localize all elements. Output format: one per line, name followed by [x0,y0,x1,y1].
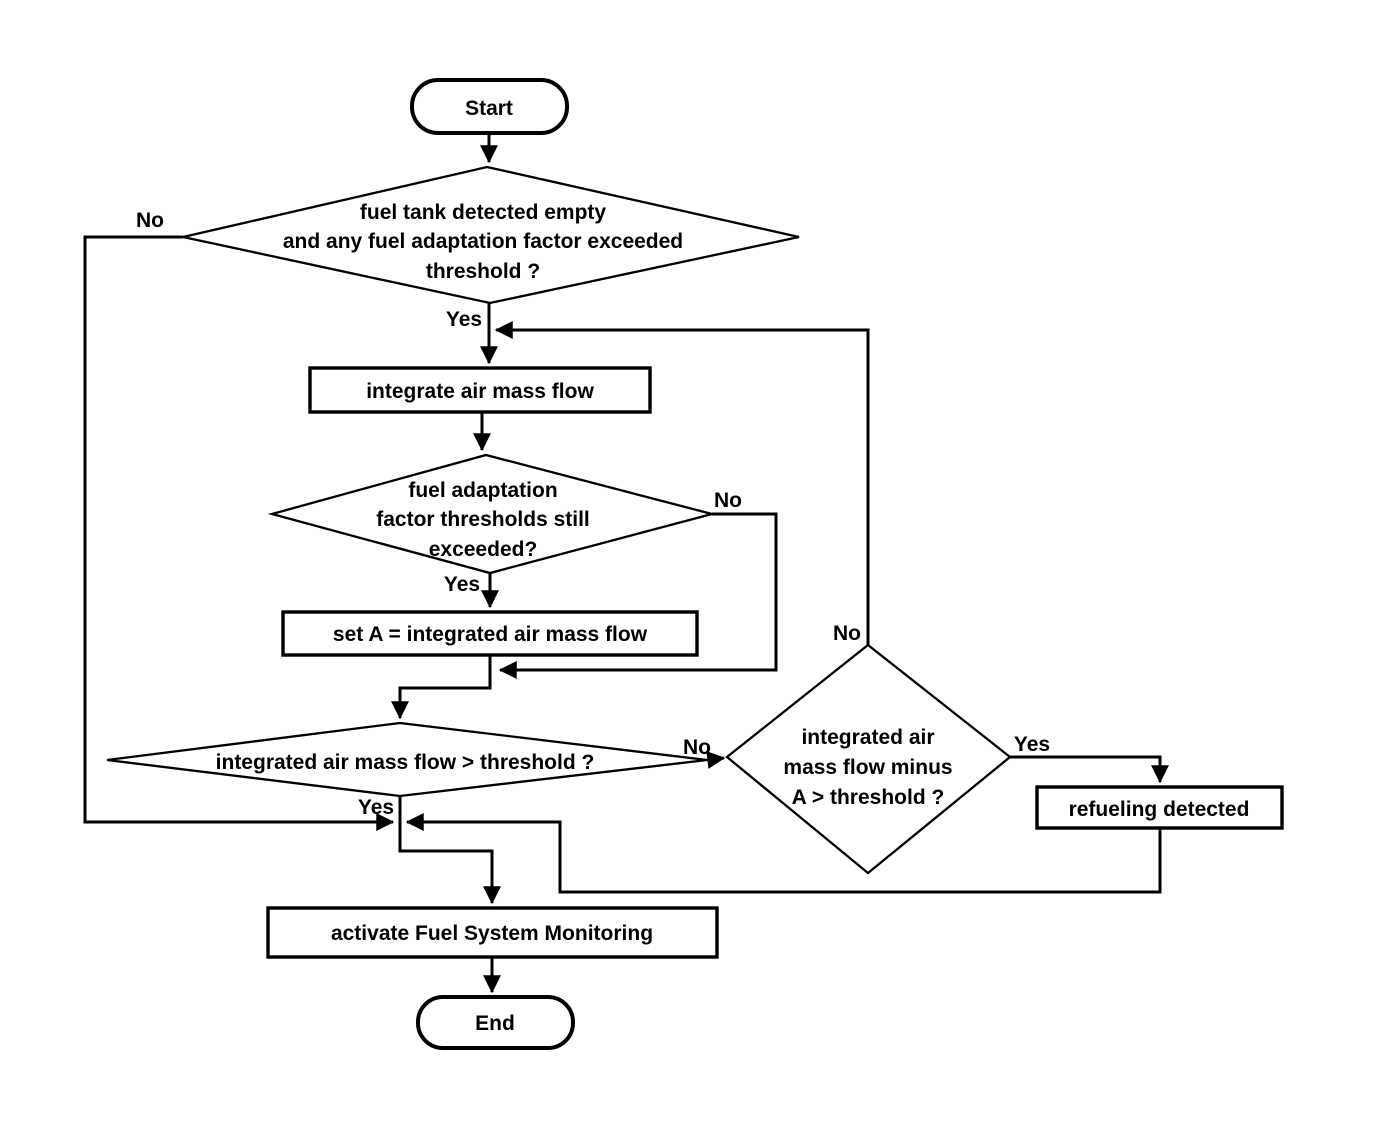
edge-label-factor-thresholds-yes: Yes [444,573,480,596]
decision-flow-threshold [106,721,708,798]
edge-refueling-return [405,813,1162,894]
decision-factor-thresholds-line3: exceeded? [429,538,538,561]
process-set-a [281,610,699,657]
process-refueling-detected [1035,785,1284,830]
edge-factor-thresholds-no [498,512,778,679]
edge-fuel-tank-no [83,235,395,831]
end-terminator [416,995,575,1050]
decision-fuel-tank-empty-line3: threshold ? [426,260,540,283]
decision-flow-minus-a [725,643,1012,875]
edge-label-fuel-tank-yes: Yes [446,308,482,331]
decision-fuel-tank-empty-line1: fuel tank detected empty [360,201,607,224]
edge-label-flow-threshold-no: No [683,736,711,759]
edge-set-a-to-flow-decision [391,655,492,720]
process-refueling-detected-label: refueling detected [1069,798,1250,821]
decision-flow-minus-a-line2: mass flow minus [783,756,952,779]
process-integrate-air-mass-flow [308,366,652,414]
decision-factor-thresholds-line2: factor thresholds still [376,508,590,531]
edge-label-flow-minus-a-no: No [833,622,861,645]
edge-flow-minus-a-no-feedback [494,321,870,645]
edge-flow-threshold-no [706,751,726,769]
decision-flow-minus-a-line1: integrated air [801,726,934,749]
decision-fuel-tank-empty-line2: and any fuel adaptation factor exceeded [283,230,683,253]
process-activate-monitoring [266,906,719,959]
process-integrate-air-mass-flow-label: integrate air mass flow [366,380,594,403]
decision-fuel-tank-empty [182,165,800,305]
decision-factor-thresholds-line1: fuel adaptation [408,479,557,502]
decision-factor-thresholds [267,453,717,575]
start-terminator [410,78,569,135]
edge-label-factor-thresholds-no: No [714,489,742,512]
process-set-a-label: set A = integrated air mass flow [333,623,648,646]
edge-label-flow-threshold-yes: Yes [358,796,394,819]
start-label: Start [465,97,513,120]
edge-label-flow-minus-a-yes: Yes [1014,733,1050,756]
edge-label-fuel-tank-no: No [136,209,164,232]
edge-flow-threshold-yes-to-activate [398,796,501,905]
decision-flow-threshold-label: integrated air mass flow > threshold ? [216,751,595,774]
edge-flow-minus-a-yes [1010,755,1169,784]
decision-flow-minus-a-line3: A > threshold ? [792,786,945,809]
end-label: End [475,1012,515,1035]
process-activate-monitoring-label: activate Fuel System Monitoring [331,922,653,945]
